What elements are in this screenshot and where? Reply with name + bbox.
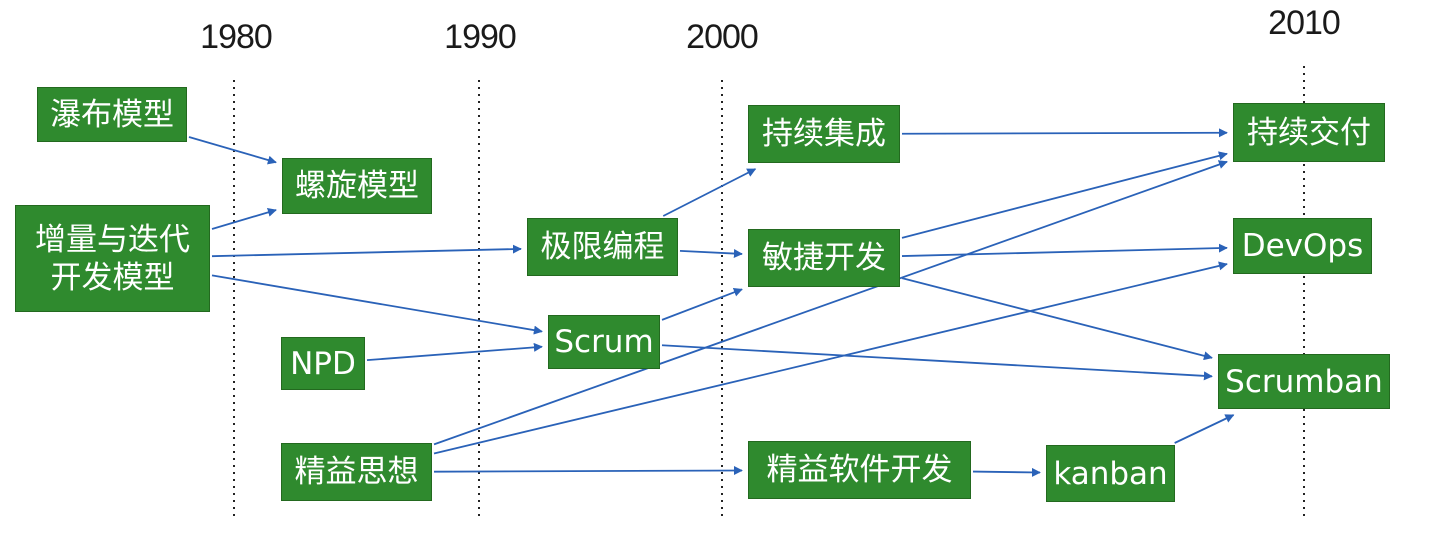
arrow-scrum-to-scrumban bbox=[661, 344, 1213, 381]
arrow-incremental-to-scrum bbox=[211, 274, 543, 335]
arrow-waterfall-to-spiral bbox=[188, 136, 277, 165]
arrow-xp-to-ci bbox=[662, 168, 757, 217]
arrow-scrum-to-agile bbox=[661, 287, 743, 321]
arrow-lean_sw-to-kanban bbox=[972, 467, 1041, 477]
node-extreme-programming: 极限编程 bbox=[527, 218, 678, 276]
node-lean-thinking: 精益思想 bbox=[281, 443, 432, 501]
arrow-xp-to-agile bbox=[679, 249, 743, 259]
year-label-2000: 2000 bbox=[686, 18, 759, 56]
node-devops: DevOps bbox=[1233, 218, 1372, 274]
arrow-lean_thinking-to-cd bbox=[433, 160, 1228, 446]
arrows bbox=[188, 128, 1235, 477]
arrow-agile-to-devops bbox=[901, 243, 1228, 257]
arrow-lean_thinking-to-lean_sw bbox=[433, 465, 743, 475]
node-scrum: Scrum bbox=[548, 315, 660, 369]
year-label-1980: 1980 bbox=[200, 18, 273, 56]
arrow-kanban-to-scrumban bbox=[1174, 414, 1235, 444]
node-spiral-model: 螺旋模型 bbox=[282, 158, 432, 214]
arrow-agile-to-cd bbox=[901, 151, 1228, 239]
node-waterfall-model: 瀑布模型 bbox=[37, 87, 187, 142]
timeline-guides bbox=[233, 66, 1305, 516]
year-label-2010: 2010 bbox=[1268, 4, 1341, 42]
arrow-agile-to-scrumban bbox=[901, 277, 1213, 361]
node-incremental-iterative-model: 增量与迭代 开发模型 bbox=[15, 205, 210, 312]
node-scrumban: Scrumban bbox=[1218, 354, 1390, 409]
year-label-1990: 1990 bbox=[444, 18, 517, 56]
arrow-npd-to-scrum bbox=[366, 342, 543, 362]
node-kanban: kanban bbox=[1046, 445, 1175, 502]
node-continuous-integration: 持续集成 bbox=[748, 105, 900, 163]
node-npd: NPD bbox=[281, 337, 365, 390]
node-lean-software-development: 精益软件开发 bbox=[748, 441, 971, 499]
arrow-ci-to-cd bbox=[901, 128, 1228, 138]
node-agile-development: 敏捷开发 bbox=[748, 229, 900, 287]
arrow-incremental-to-spiral bbox=[211, 208, 277, 230]
arrow-incremental-to-xp bbox=[211, 244, 522, 258]
arrow-lean_thinking-to-devops bbox=[433, 261, 1228, 455]
node-continuous-delivery: 持续交付 bbox=[1233, 103, 1385, 162]
